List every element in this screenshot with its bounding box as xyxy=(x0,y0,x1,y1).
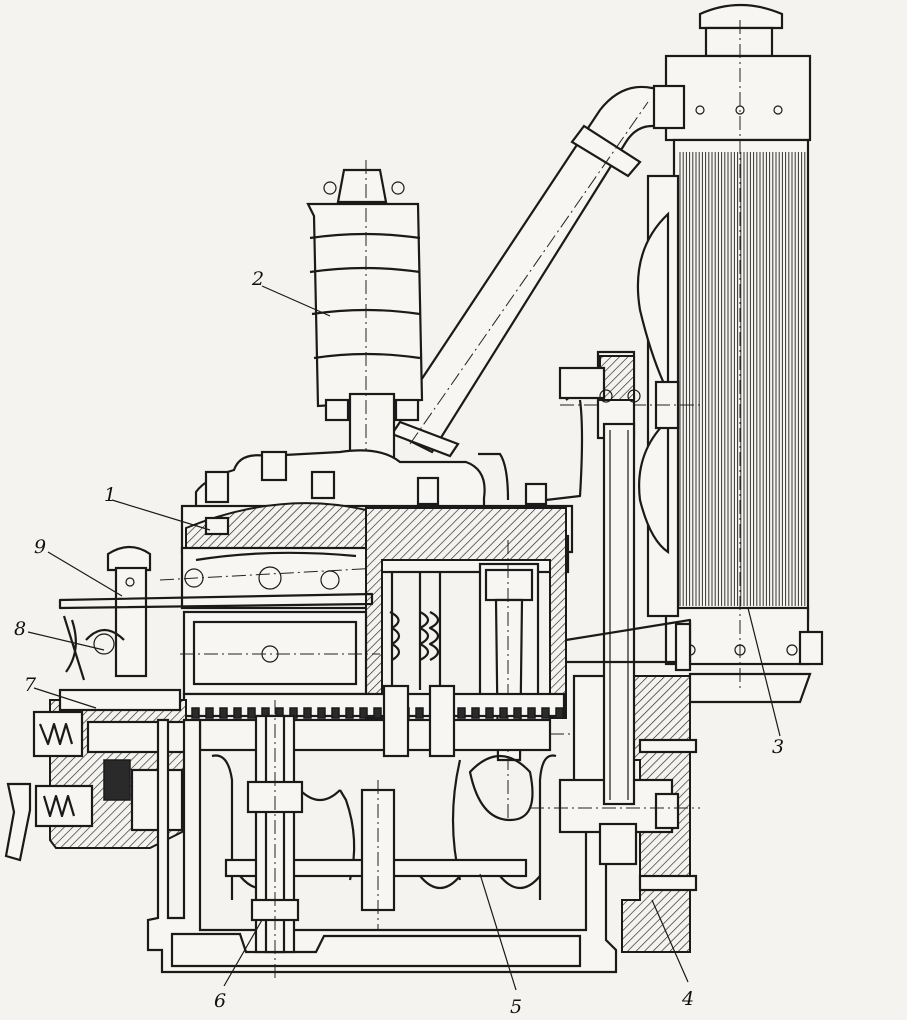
callout-2: 2 xyxy=(252,268,265,290)
gear-tooth xyxy=(205,707,214,719)
callout-9: 9 xyxy=(34,536,47,558)
callout-6: 6 xyxy=(214,990,227,1012)
gear-tooth xyxy=(485,707,494,719)
gear-tooth xyxy=(457,707,466,719)
gear-tooth xyxy=(499,707,508,719)
callout-1: 1 xyxy=(104,484,117,506)
governor-housing xyxy=(58,545,380,696)
callout-5: 5 xyxy=(510,996,523,1018)
gear-tooth xyxy=(471,707,480,719)
gear-tooth xyxy=(317,707,326,719)
front-cover-assembly xyxy=(4,688,190,862)
gear-tooth xyxy=(373,707,382,719)
engine-block xyxy=(365,507,567,820)
gear-tooth xyxy=(527,707,536,719)
gear-tooth xyxy=(415,707,424,719)
callout-7: 7 xyxy=(24,674,37,696)
callout-8: 8 xyxy=(14,618,27,640)
callout-4: 4 xyxy=(682,988,695,1010)
callout-3: 3 xyxy=(772,736,785,758)
upper-radiator-hose xyxy=(386,84,686,458)
gear-tooth xyxy=(513,707,522,719)
gear-tooth xyxy=(219,707,228,719)
radiator xyxy=(664,3,824,704)
fan xyxy=(560,174,700,618)
fan-drive xyxy=(558,350,692,806)
gear-tooth xyxy=(247,707,256,719)
air-filter xyxy=(306,160,424,470)
gear-tooth xyxy=(541,707,550,719)
gear-tooth xyxy=(331,707,340,719)
gear-tooth xyxy=(233,707,242,719)
gear-tooth xyxy=(303,707,312,719)
gear-tooth xyxy=(191,707,200,719)
gear-tooth xyxy=(345,707,354,719)
leader-lines xyxy=(27,285,781,991)
gear-tooth xyxy=(359,707,368,719)
vertical-shaft xyxy=(246,700,396,980)
manifold xyxy=(194,378,604,510)
gear-teeth xyxy=(191,707,564,719)
gear-tooth xyxy=(555,707,564,719)
radiator-core-fins xyxy=(679,152,806,606)
